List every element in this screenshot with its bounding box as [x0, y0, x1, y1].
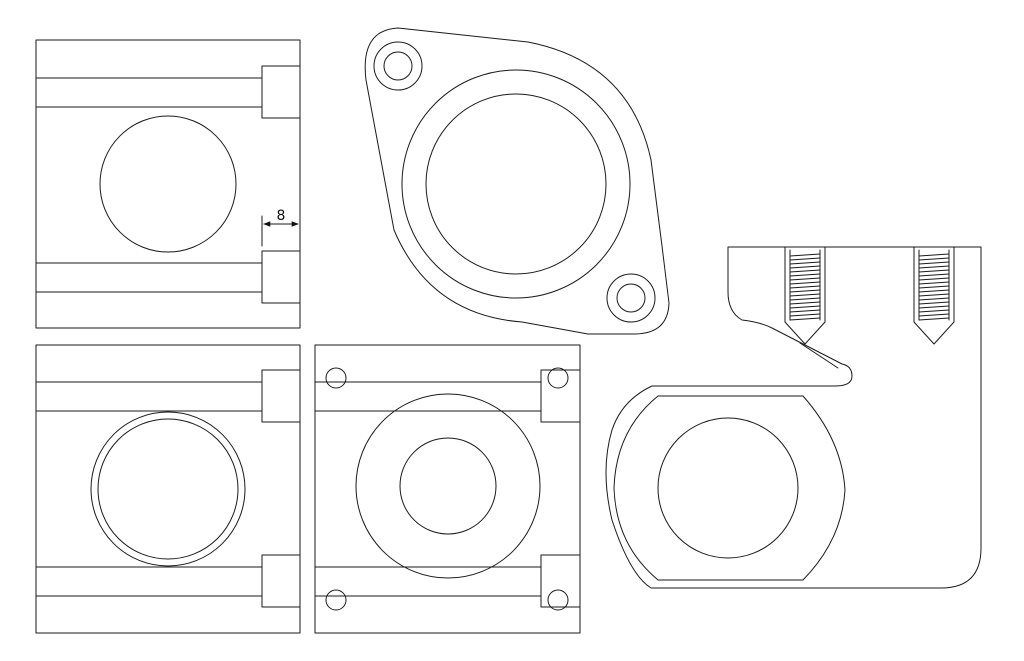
flange-outline — [364, 27, 670, 335]
threaded-hole — [913, 246, 955, 345]
thread-hatch-line — [918, 285, 950, 289]
dimension-label: 8 — [277, 208, 286, 224]
thread-hatch-line — [918, 269, 950, 273]
mounting-hole — [547, 589, 569, 611]
drill-point — [784, 321, 826, 345]
thread-hatch-line — [789, 273, 821, 277]
thread-hatch-line — [789, 309, 821, 313]
thread-hatch-line — [918, 277, 950, 281]
mounting-hole — [325, 589, 347, 611]
flange-circle — [355, 393, 541, 579]
rail-end-block — [261, 65, 301, 119]
thread-hatch-line — [789, 293, 821, 297]
mounting-hole — [325, 367, 347, 389]
bore-outer-circle — [90, 411, 246, 567]
thread-hatch-line — [789, 265, 821, 269]
thread-hatch-line — [918, 305, 950, 309]
seat-outline — [613, 395, 846, 581]
thread-hatch-line — [789, 261, 821, 265]
thread-hatch-line — [789, 277, 821, 281]
rail-end-block — [261, 369, 301, 423]
view-bottom-middle-block — [314, 344, 581, 634]
thread-hatch-line — [789, 289, 821, 293]
thread-hatching — [789, 253, 821, 321]
bore-circle — [399, 437, 497, 535]
drill-point — [913, 321, 955, 345]
bolt-boss — [373, 41, 423, 91]
thread-hatch-line — [918, 281, 950, 285]
thread-hatch-line — [789, 285, 821, 289]
thread-hatch-line — [918, 313, 950, 317]
thread-hatch-line — [789, 313, 821, 317]
thread-hatching — [918, 253, 950, 321]
block-outline — [314, 344, 581, 634]
thread-hatch-line — [918, 297, 950, 301]
dimension-8: 8 — [261, 208, 301, 247]
thread-hatch-line — [918, 257, 950, 261]
thread-hatch-line — [918, 253, 950, 257]
thread-hatch-line — [918, 265, 950, 269]
thread-hatch-line — [789, 281, 821, 285]
bore-circle — [99, 115, 237, 253]
flange-ring-inner — [425, 93, 607, 275]
block-outline — [35, 344, 301, 634]
thread-hatch-line — [789, 253, 821, 257]
clamp-body-outline — [605, 246, 982, 589]
rail-end-block — [261, 250, 301, 304]
block-outline — [35, 39, 301, 329]
thread-hatch-line — [789, 297, 821, 301]
thread-hatch-line — [918, 301, 950, 305]
mounting-hole — [547, 367, 569, 389]
thread-hatch-line — [789, 301, 821, 305]
thread-hatch-line — [918, 289, 950, 293]
bore-inner-circle — [97, 418, 239, 560]
thread-hatch-line — [918, 293, 950, 297]
thread-hatch-line — [789, 269, 821, 273]
thread-hatch-line — [918, 261, 950, 265]
flange-ring-outer — [401, 69, 631, 299]
rail-end-block — [261, 554, 301, 608]
view-clamp-section — [605, 246, 982, 589]
bolt-hole — [383, 51, 413, 81]
rail-end-block — [540, 369, 581, 423]
thread-hatch-line — [918, 317, 950, 321]
slot-line — [799, 342, 839, 369]
bore-circle — [657, 417, 799, 559]
threaded-hole — [784, 246, 826, 345]
view-bottom-left-block — [35, 344, 301, 634]
bolt-boss — [606, 273, 656, 323]
thread-hatch-line — [789, 257, 821, 261]
view-diamond-flange — [364, 27, 670, 335]
thread-hatch-line — [789, 317, 821, 321]
view-top-left-block: 8 — [35, 39, 301, 329]
thread-hatch-line — [918, 273, 950, 277]
bolt-hole — [616, 283, 646, 313]
rail-end-block — [540, 554, 581, 608]
thread-hatch-line — [918, 309, 950, 313]
thread-hatch-line — [789, 305, 821, 309]
